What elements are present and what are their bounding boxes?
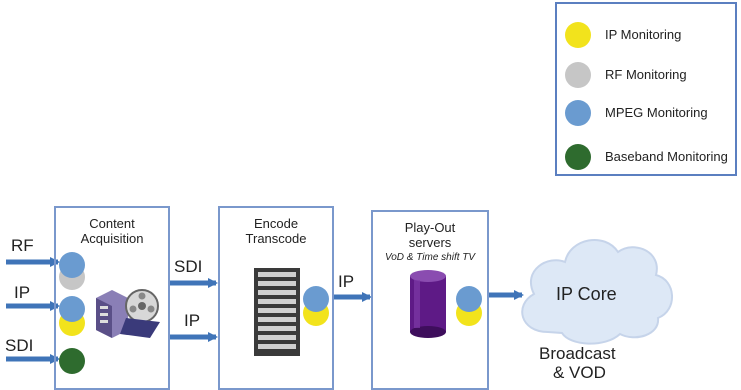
ip-mid-link-label: IP <box>338 272 355 291</box>
rf-input-label: RF <box>11 236 34 255</box>
legend-label: IP Monitoring <box>605 27 682 42</box>
legend-item-baseband: Baseband Monitoring <box>565 144 735 170</box>
mpeg-monitor-dot-icon <box>59 252 85 278</box>
box-title: Content <box>89 216 135 231</box>
vod-label: & VOD <box>553 363 606 382</box>
legend-item-ip: IP Monitoring <box>565 22 735 48</box>
box-title: Encode <box>253 216 299 231</box>
cloud-icon <box>521 238 673 345</box>
box-subtitle: VoD & Time shift TV <box>384 252 476 263</box>
green-dot-icon <box>565 144 591 170</box>
legend-label: MPEG Monitoring <box>605 105 708 120</box>
sdi-link-label: SDI <box>174 257 203 276</box>
box-title: Play-Out <box>404 220 456 235</box>
baseband-monitor-dot-icon <box>59 348 85 374</box>
mpeg-monitor-dot-icon <box>456 286 482 312</box>
mpeg-monitor-dot-icon <box>303 286 329 312</box>
mpeg-monitor-dot-icon <box>59 296 85 322</box>
media-server-film-icon <box>96 289 160 338</box>
cloud-label: IP Core <box>556 284 617 304</box>
encoder-rack-icon <box>254 268 300 356</box>
gray-dot-icon <box>565 62 591 88</box>
server-cylinder-icon <box>410 270 446 338</box>
legend-label: Baseband Monitoring <box>605 149 728 164</box>
legend-item-rf: RF Monitoring <box>565 62 735 88</box>
encode-transcode-box: Encode Transcode <box>218 206 334 390</box>
legend-item-mpeg: MPEG Monitoring <box>565 100 735 126</box>
yellow-dot-icon <box>565 22 591 48</box>
ip-input-label: IP <box>14 283 31 302</box>
box-title: Acquisition <box>80 231 144 246</box>
box-title: Transcode <box>245 231 307 246</box>
broadcast-label: Broadcast <box>539 344 616 363</box>
sdi-input-label: SDI <box>5 336 34 355</box>
legend-label: RF Monitoring <box>605 67 687 82</box>
box-title: servers <box>408 235 452 250</box>
legend: IP Monitoring RF Monitoring MPEG Monitor… <box>555 2 737 176</box>
playout-servers-box: Play-Out servers VoD & Time shift TV <box>371 210 489 390</box>
content-acquisition-box: Content Acquisition <box>54 206 170 390</box>
ip-link-label: IP <box>184 311 201 330</box>
blue-dot-icon <box>565 100 591 126</box>
